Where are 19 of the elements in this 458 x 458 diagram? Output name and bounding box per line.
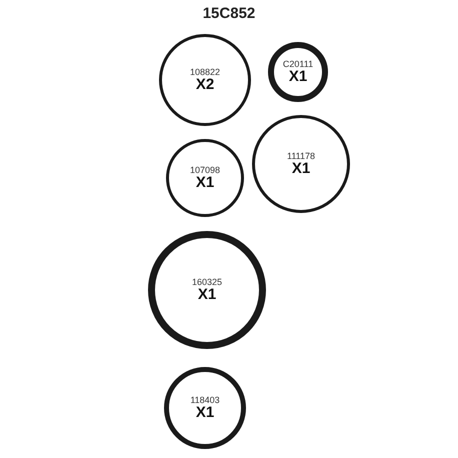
part-number: 160325 bbox=[192, 277, 222, 287]
o-ring bbox=[252, 115, 350, 213]
o-ring bbox=[166, 139, 244, 217]
o-ring bbox=[148, 231, 266, 349]
o-ring bbox=[159, 34, 251, 126]
title: 15C852 bbox=[202, 5, 256, 22]
part-number: 111178 bbox=[286, 151, 316, 161]
o-ring bbox=[164, 367, 246, 449]
quantity-label: X1 bbox=[196, 175, 214, 191]
part-number: 108822 bbox=[190, 67, 220, 77]
quantity-label: X1 bbox=[292, 161, 310, 177]
part-number: C20111 bbox=[282, 59, 314, 69]
part-number: 118403 bbox=[190, 395, 220, 405]
quantity-label: X2 bbox=[196, 77, 214, 93]
o-ring bbox=[268, 42, 328, 102]
quantity-label: X1 bbox=[196, 405, 214, 421]
quantity-label: X1 bbox=[198, 287, 216, 303]
quantity-label: X1 bbox=[288, 69, 308, 85]
part-number: 107098 bbox=[190, 165, 220, 175]
